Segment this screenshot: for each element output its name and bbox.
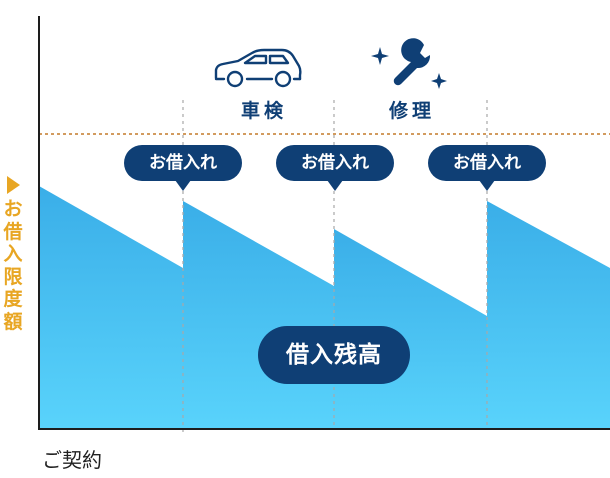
balance-area-segment-1 xyxy=(39,186,183,429)
event-label-car-inspection: 車検 xyxy=(240,100,287,122)
borrow-bubble-2: お借入れ xyxy=(276,145,394,191)
wrench-sparkle-icon xyxy=(371,38,447,89)
y-axis-label-char: お xyxy=(3,198,23,220)
x-axis-start-label: ご契約 xyxy=(42,448,102,472)
y-axis-label-char: 限 xyxy=(3,265,23,288)
borrow-bubble-3: お借入れ xyxy=(428,145,546,191)
borrow-bubble-1: お借入れ xyxy=(124,145,242,191)
balance-area-segment-4 xyxy=(487,201,610,429)
arrow-right-icon xyxy=(6,176,20,194)
event-label-repair: 修理 xyxy=(388,100,435,122)
y-axis-label: お借入限度額 xyxy=(0,176,26,333)
car-icon xyxy=(214,48,302,88)
y-axis-label-char: 借 xyxy=(3,220,23,243)
balance-area-segment-2 xyxy=(183,201,334,429)
y-axis-label-char: 度 xyxy=(3,288,23,310)
y-axis-label-text: お借入限度額 xyxy=(0,198,26,333)
y-axis-label-char: 入 xyxy=(3,243,23,265)
balance-label: 借入残高 xyxy=(258,326,410,384)
y-axis-label-char: 額 xyxy=(3,310,23,333)
